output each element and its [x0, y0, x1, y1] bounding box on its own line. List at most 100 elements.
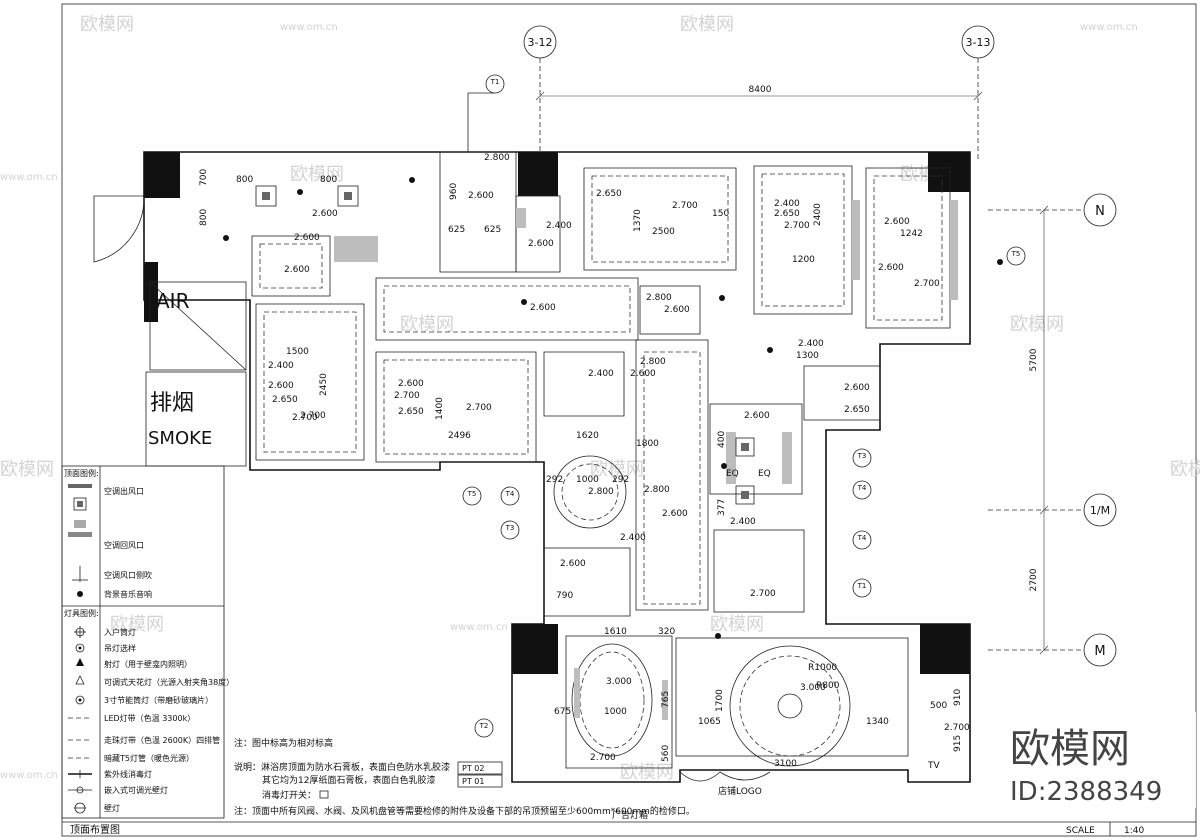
elevation-heights: 2.800 2.600 2.600 2.600 2.700 2.400 2.60…: [268, 153, 970, 763]
tag-label: T5: [1011, 250, 1021, 258]
air-shaft: [149, 281, 247, 371]
tag-label: T1: [857, 582, 867, 590]
axis-bubble-3-12: [523, 25, 557, 59]
watermark-brand: 欧模网: [80, 14, 134, 35]
dim-text: 292: [546, 475, 563, 485]
round-ceiling-large: [729, 645, 851, 767]
height-mark: 2.400: [730, 517, 756, 527]
height-mark: 2.400: [774, 199, 800, 209]
height-mark: 2.600: [528, 239, 554, 249]
dim-right-lower-text: 2700: [1029, 568, 1039, 591]
legend-label: 暗藏T5灯管（暖色光源）: [104, 753, 194, 763]
watermark-brand-large: 欧模网: [1010, 726, 1130, 772]
smoke-en-label: SMOKE: [148, 428, 212, 449]
dim-text: 1065: [698, 717, 721, 727]
dim-text: 2400: [813, 203, 823, 226]
dim-text: 765: [661, 691, 671, 708]
ceiling-zones: [251, 151, 958, 782]
height-mark: 2.600: [284, 265, 310, 275]
tag-label: T3: [857, 452, 867, 460]
note-relative-height: 注：图中标高为相对标高: [234, 737, 333, 749]
axis-label-m: M: [1094, 644, 1105, 659]
sheet-title: 顶面布置图: [70, 824, 120, 836]
height-mark: 2.700: [590, 753, 616, 763]
watermark-brand: 欧模网: [1170, 459, 1200, 480]
height-mark: 2.700: [784, 221, 810, 231]
height-mark: 2.600: [560, 559, 586, 569]
column: [144, 262, 158, 322]
height-mark: 2.600: [294, 233, 320, 243]
height-mark: 2.600: [744, 411, 770, 421]
height-mark: 2.600: [468, 191, 494, 201]
note-shower-ceiling: 说明：淋浴房顶面为防水石膏板，表面白色防水乳胶漆: [234, 761, 450, 773]
ceiling-box: [375, 351, 537, 463]
switch-icon: [319, 790, 329, 799]
dim-text: 625: [484, 225, 501, 235]
legend-row: 入户筒灯: [74, 626, 136, 638]
dim-text: 1242: [900, 229, 923, 239]
dim-text: 320: [658, 627, 675, 637]
height-mark: 2.600: [630, 369, 656, 379]
column: [144, 152, 180, 198]
speaker-icon: [297, 189, 303, 195]
column: [928, 152, 970, 192]
tag-label: T4: [857, 534, 867, 542]
storefront: [679, 771, 771, 782]
legend-lamp-title: 灯具图例:: [64, 608, 99, 618]
dim-text: 1620: [576, 431, 599, 441]
axis-bubble-1m: [1083, 493, 1117, 527]
dim-text: 960: [449, 183, 459, 200]
legend-row: LED灯带（色温 3300k）: [68, 713, 195, 723]
note-code-pt02: PT 02: [462, 764, 484, 773]
watermark-site: www.om.cn: [450, 622, 508, 633]
legend-label: 入户筒灯: [104, 627, 136, 637]
legend-label: LED灯带（色温 3300k）: [104, 713, 195, 723]
scale-value: 1:40: [1124, 826, 1144, 836]
legend-row: 3寸节能筒灯（带磨砂玻璃片）: [75, 695, 213, 705]
dim-text: 400: [717, 431, 727, 448]
axis-markers: 3-12 3-13 8400 N 1/M M 5700 2700: [523, 25, 1117, 667]
legend-row: 嵌入式可调光壁灯: [68, 785, 168, 795]
watermark-brand: 欧模网: [400, 314, 454, 335]
dim-text: 1300: [796, 351, 819, 361]
dim-text: R1000: [808, 663, 837, 673]
watermark-id: ID:2388349: [1010, 777, 1162, 807]
shafts: AIR 排烟 SMOKE: [145, 281, 247, 467]
speaker-icon: [767, 347, 773, 353]
column: [920, 624, 970, 674]
height-mark: 2.700: [292, 413, 318, 423]
dim-text: 675: [554, 707, 571, 717]
axis-label-3-13: 3-13: [966, 36, 991, 49]
ceiling-box: [255, 303, 365, 461]
ceiling-box: [375, 277, 639, 341]
tag-label: T4: [857, 484, 867, 492]
legend-row: 空调回风口: [68, 520, 144, 550]
legend-row: 可调式天花灯（光源入射夹角38度）: [75, 675, 234, 687]
legend-row: 暗藏T5灯管（暖色光源）: [68, 753, 194, 763]
height-mark: 2.650: [774, 209, 800, 219]
height-mark: 2.600: [878, 263, 904, 273]
height-mark: 2.600: [662, 509, 688, 519]
axis-bubble-3-13: [961, 25, 995, 59]
note-other-ceiling: 其它均为12厚纸面石膏板，表面白色乳胶漆: [262, 774, 435, 786]
height-mark: 2.700: [672, 201, 698, 211]
legend-label: 空调风口侧吹: [104, 570, 152, 580]
dim-text: 1500: [286, 347, 309, 357]
dim-text: 700: [199, 169, 209, 186]
height-mark: 3.000: [800, 683, 826, 693]
lightbox-label: 广告灯箱: [612, 809, 648, 821]
watermark-site: www.om.cn: [0, 770, 58, 781]
ceiling-box: [753, 165, 853, 315]
axis-bubble-n: [1083, 193, 1117, 227]
tv-label: TV: [927, 761, 940, 771]
dim-text: 1000: [576, 475, 599, 485]
watermark-brand: 欧模网: [0, 459, 54, 480]
dim-text: 500: [930, 701, 947, 711]
ceiling-box: [709, 403, 803, 495]
dim-text: 560: [661, 745, 671, 762]
height-mark: 2.400: [798, 339, 824, 349]
legend-label: 紫外线消毒灯: [104, 769, 152, 779]
watermark-brand: 欧模网: [590, 459, 644, 480]
detail-tags: T1 T3 T4 T4 T1 T5 T5 T4 T3 T2: [462, 74, 1026, 738]
